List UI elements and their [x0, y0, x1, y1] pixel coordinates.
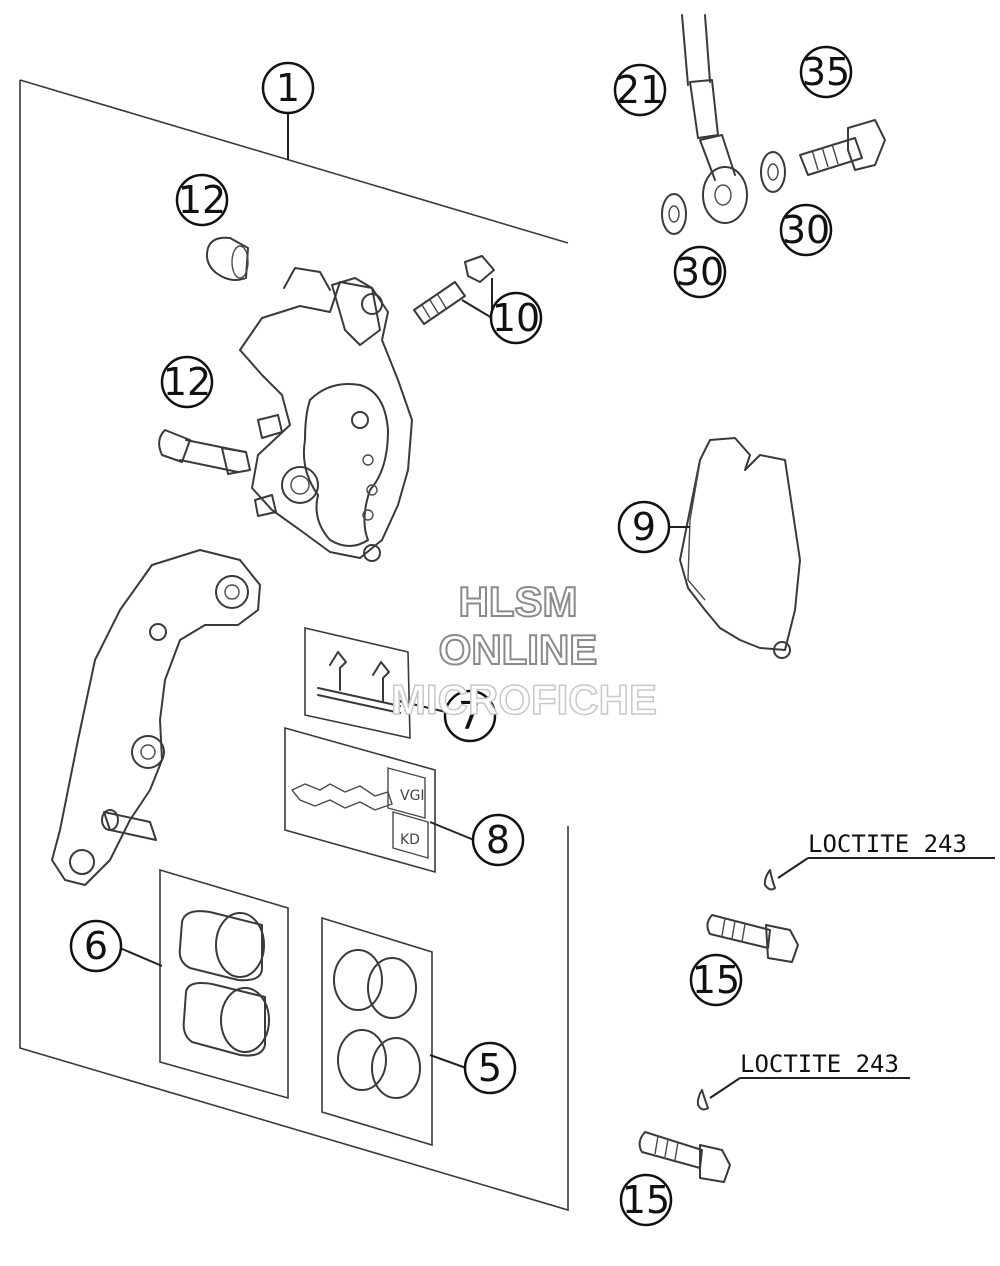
callout-35-label: 35 [802, 50, 850, 94]
brake-hose [681, 14, 748, 224]
callout-8-label: 8 [486, 818, 510, 862]
watermark-line-2: ONLINE [439, 626, 598, 673]
callout-9-label: 9 [632, 505, 656, 549]
callout-12-upper-label: 12 [178, 178, 226, 222]
loctite-note-upper: LOCTITE 243 [777, 830, 995, 879]
callout-35: 35 [799, 45, 853, 99]
callout-12-lower-label: 12 [163, 360, 211, 404]
assembly-frame [19, 79, 569, 1212]
bleeder-valve [413, 255, 495, 325]
mounting-bolt-upper [706, 869, 799, 963]
loctite-note-lower: LOCTITE 243 [709, 1050, 910, 1099]
callout-15-upper-label: 15 [692, 958, 740, 1002]
callout-30-right-label: 30 [782, 208, 830, 252]
callout-10: 10 [489, 291, 543, 345]
callout-7-label: 7 [458, 694, 482, 738]
callout-21-label: 21 [616, 68, 664, 112]
guide-pin-bolt [158, 429, 251, 475]
watermark-line-3: MICROFICHE [391, 676, 657, 723]
callout-30-right: 30 [779, 203, 833, 257]
callout-7: 7 [443, 689, 497, 743]
banjo-bolt [799, 119, 886, 176]
brake-pad [679, 437, 801, 659]
callout-5-label: 5 [478, 1046, 502, 1090]
brake-caliper-body [239, 267, 413, 562]
callout-6-label: 6 [84, 924, 108, 968]
callout-30-left-label: 30 [676, 250, 724, 294]
loctite-label-upper: LOCTITE 243 [808, 830, 967, 858]
callout-leaders [119, 112, 690, 1069]
callout-8: 8 [471, 813, 525, 867]
seal-kit: VGI KD [284, 726, 436, 874]
seal-ring-kit [321, 916, 433, 1147]
loctite-label-lower: LOCTITE 243 [740, 1050, 899, 1078]
callout-30-left: 30 [673, 245, 727, 299]
pad-pin-kit [304, 626, 411, 739]
callout-15-upper: 15 [689, 953, 743, 1007]
watermark: HLSM ONLINE MICROFICHE [390, 577, 658, 724]
watermark-line-1: HLSM [459, 578, 578, 625]
svg-text:KD: KD [400, 832, 420, 848]
callout-15-lower: 15 [619, 1173, 673, 1227]
copper-washers [661, 151, 786, 235]
callout-1: 1 [261, 61, 315, 115]
callout-10-label: 10 [492, 296, 540, 340]
piston-kit [159, 868, 289, 1100]
callout-15-lower-label: 15 [622, 1178, 670, 1222]
svg-text:VGI: VGI [400, 788, 425, 804]
callout-1-label: 1 [276, 66, 300, 110]
callout-6: 6 [69, 919, 123, 973]
callout-5: 5 [463, 1041, 517, 1095]
rubber-boot [205, 236, 249, 281]
callout-12-upper: 12 [175, 173, 229, 227]
callout-12-lower: 12 [160, 355, 214, 409]
callout-21: 21 [613, 63, 667, 117]
caliper-support-bracket [51, 549, 261, 886]
callout-9: 9 [617, 500, 671, 554]
mounting-bolt-lower [638, 1089, 731, 1183]
